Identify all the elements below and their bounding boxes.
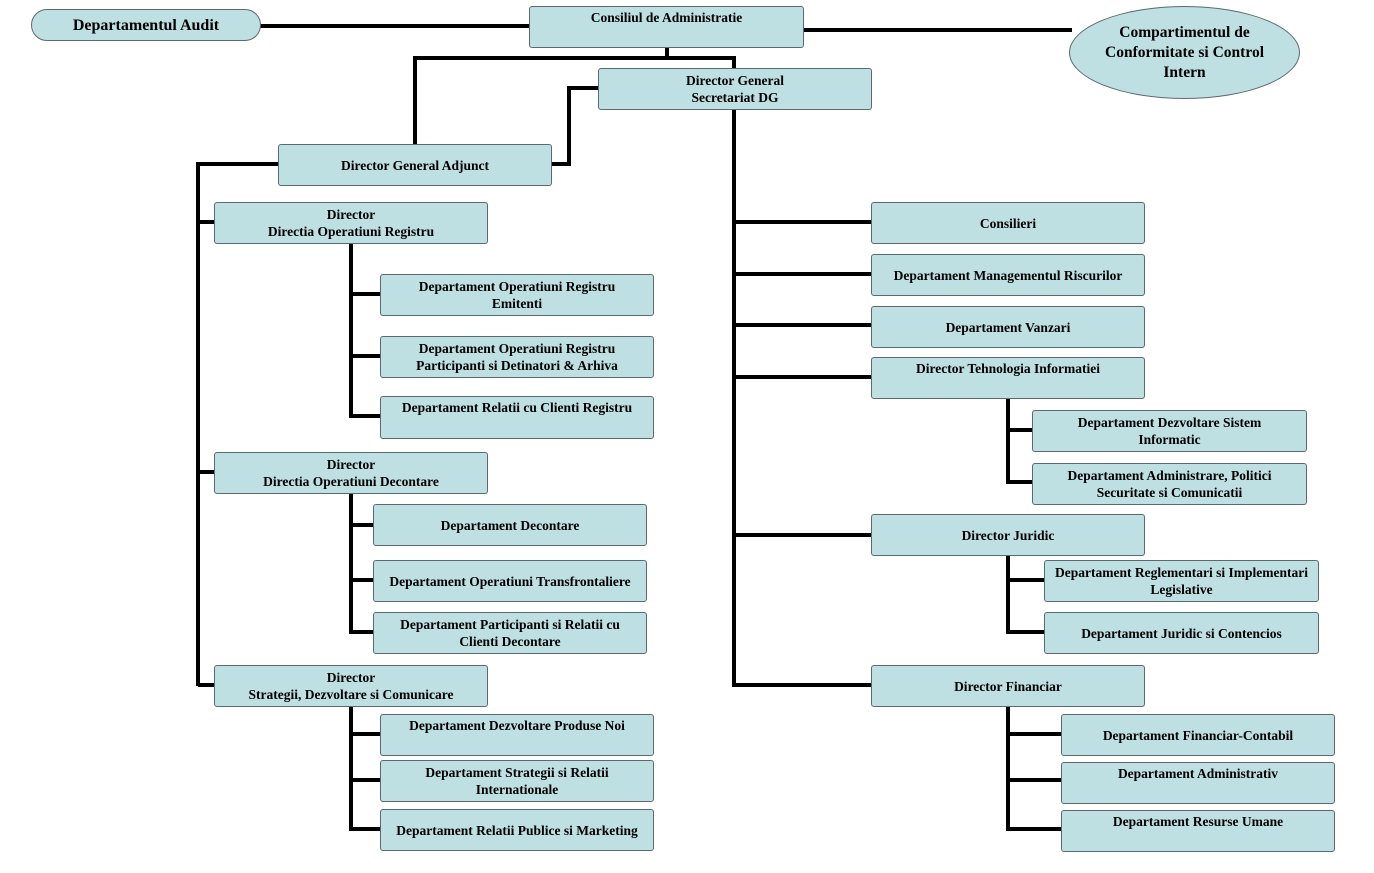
consilieri-box: Consilieri	[871, 202, 1145, 244]
dept-participanti-decontare-box: Departament Participanti si Relatii cu C…	[373, 612, 647, 654]
director-strategii-box: Director Strategii, Dezvoltare si Comuni…	[214, 665, 488, 707]
director-it-box: Director Tehnologia Informatiei	[871, 357, 1145, 399]
dept-registru-participanti-box: Departament Operatiuni Registru Particip…	[380, 336, 654, 378]
dept-registru-clienti-box: Departament Relatii cu Clienti Registru	[380, 396, 654, 439]
director-juridic-box: Director Juridic	[871, 514, 1145, 556]
dept-financiar-contabil-box: Departament Financiar-Contabil	[1061, 714, 1335, 756]
dept-juridic-contencios-box: Departament Juridic si Contencios	[1044, 612, 1319, 654]
director-decontare-box: Director Directia Operatiuni Decontare	[214, 452, 488, 494]
dept-administrare-politici-box: Departament Administrare, Politici Secur…	[1032, 463, 1307, 505]
general-director-box: Director General Secretariat DG	[598, 68, 872, 110]
deputy-general-director-box: Director General Adjunct	[278, 144, 552, 186]
dept-relatii-publice-box: Departament Relatii Publice si Marketing	[380, 809, 654, 851]
dept-reglementari-box: Departament Reglementari si Implementari…	[1044, 560, 1319, 602]
dept-vanzari-box: Departament Vanzari	[871, 306, 1145, 348]
dept-registru-emitenti-box: Departament Operatiuni Registru Emitenti	[380, 274, 654, 316]
dept-riscuri-box: Departament Managementul Riscurilor	[871, 254, 1145, 296]
board-of-directors-box: Consiliul de Administratie	[529, 6, 804, 48]
dept-decontare-box: Departament Decontare	[373, 504, 647, 546]
dept-administrativ-box: Departament Administrativ	[1061, 762, 1335, 804]
compliance-box: Compartimentul de Conformitate si Contro…	[1069, 6, 1300, 99]
dept-strategii-relatii-box: Departament Strategii si Relatii Interna…	[380, 760, 654, 802]
connector-left-spine	[196, 162, 280, 686]
director-registru-box: Director Directia Operatiuni Registru	[214, 202, 488, 244]
dept-produse-noi-box: Departament Dezvoltare Produse Noi	[380, 714, 654, 756]
audit-department-box: Departamentul Audit	[31, 9, 261, 41]
director-financiar-box: Director Financiar	[871, 665, 1145, 707]
dept-resurse-umane-box: Departament Resurse Umane	[1061, 810, 1335, 852]
connector-dg-dga	[552, 86, 600, 166]
dept-transfrontaliere-box: Departament Operatiuni Transfrontaliere	[373, 560, 647, 602]
dept-dezvoltare-sistem-box: Departament Dezvoltare Sistem Informatic	[1032, 410, 1307, 452]
